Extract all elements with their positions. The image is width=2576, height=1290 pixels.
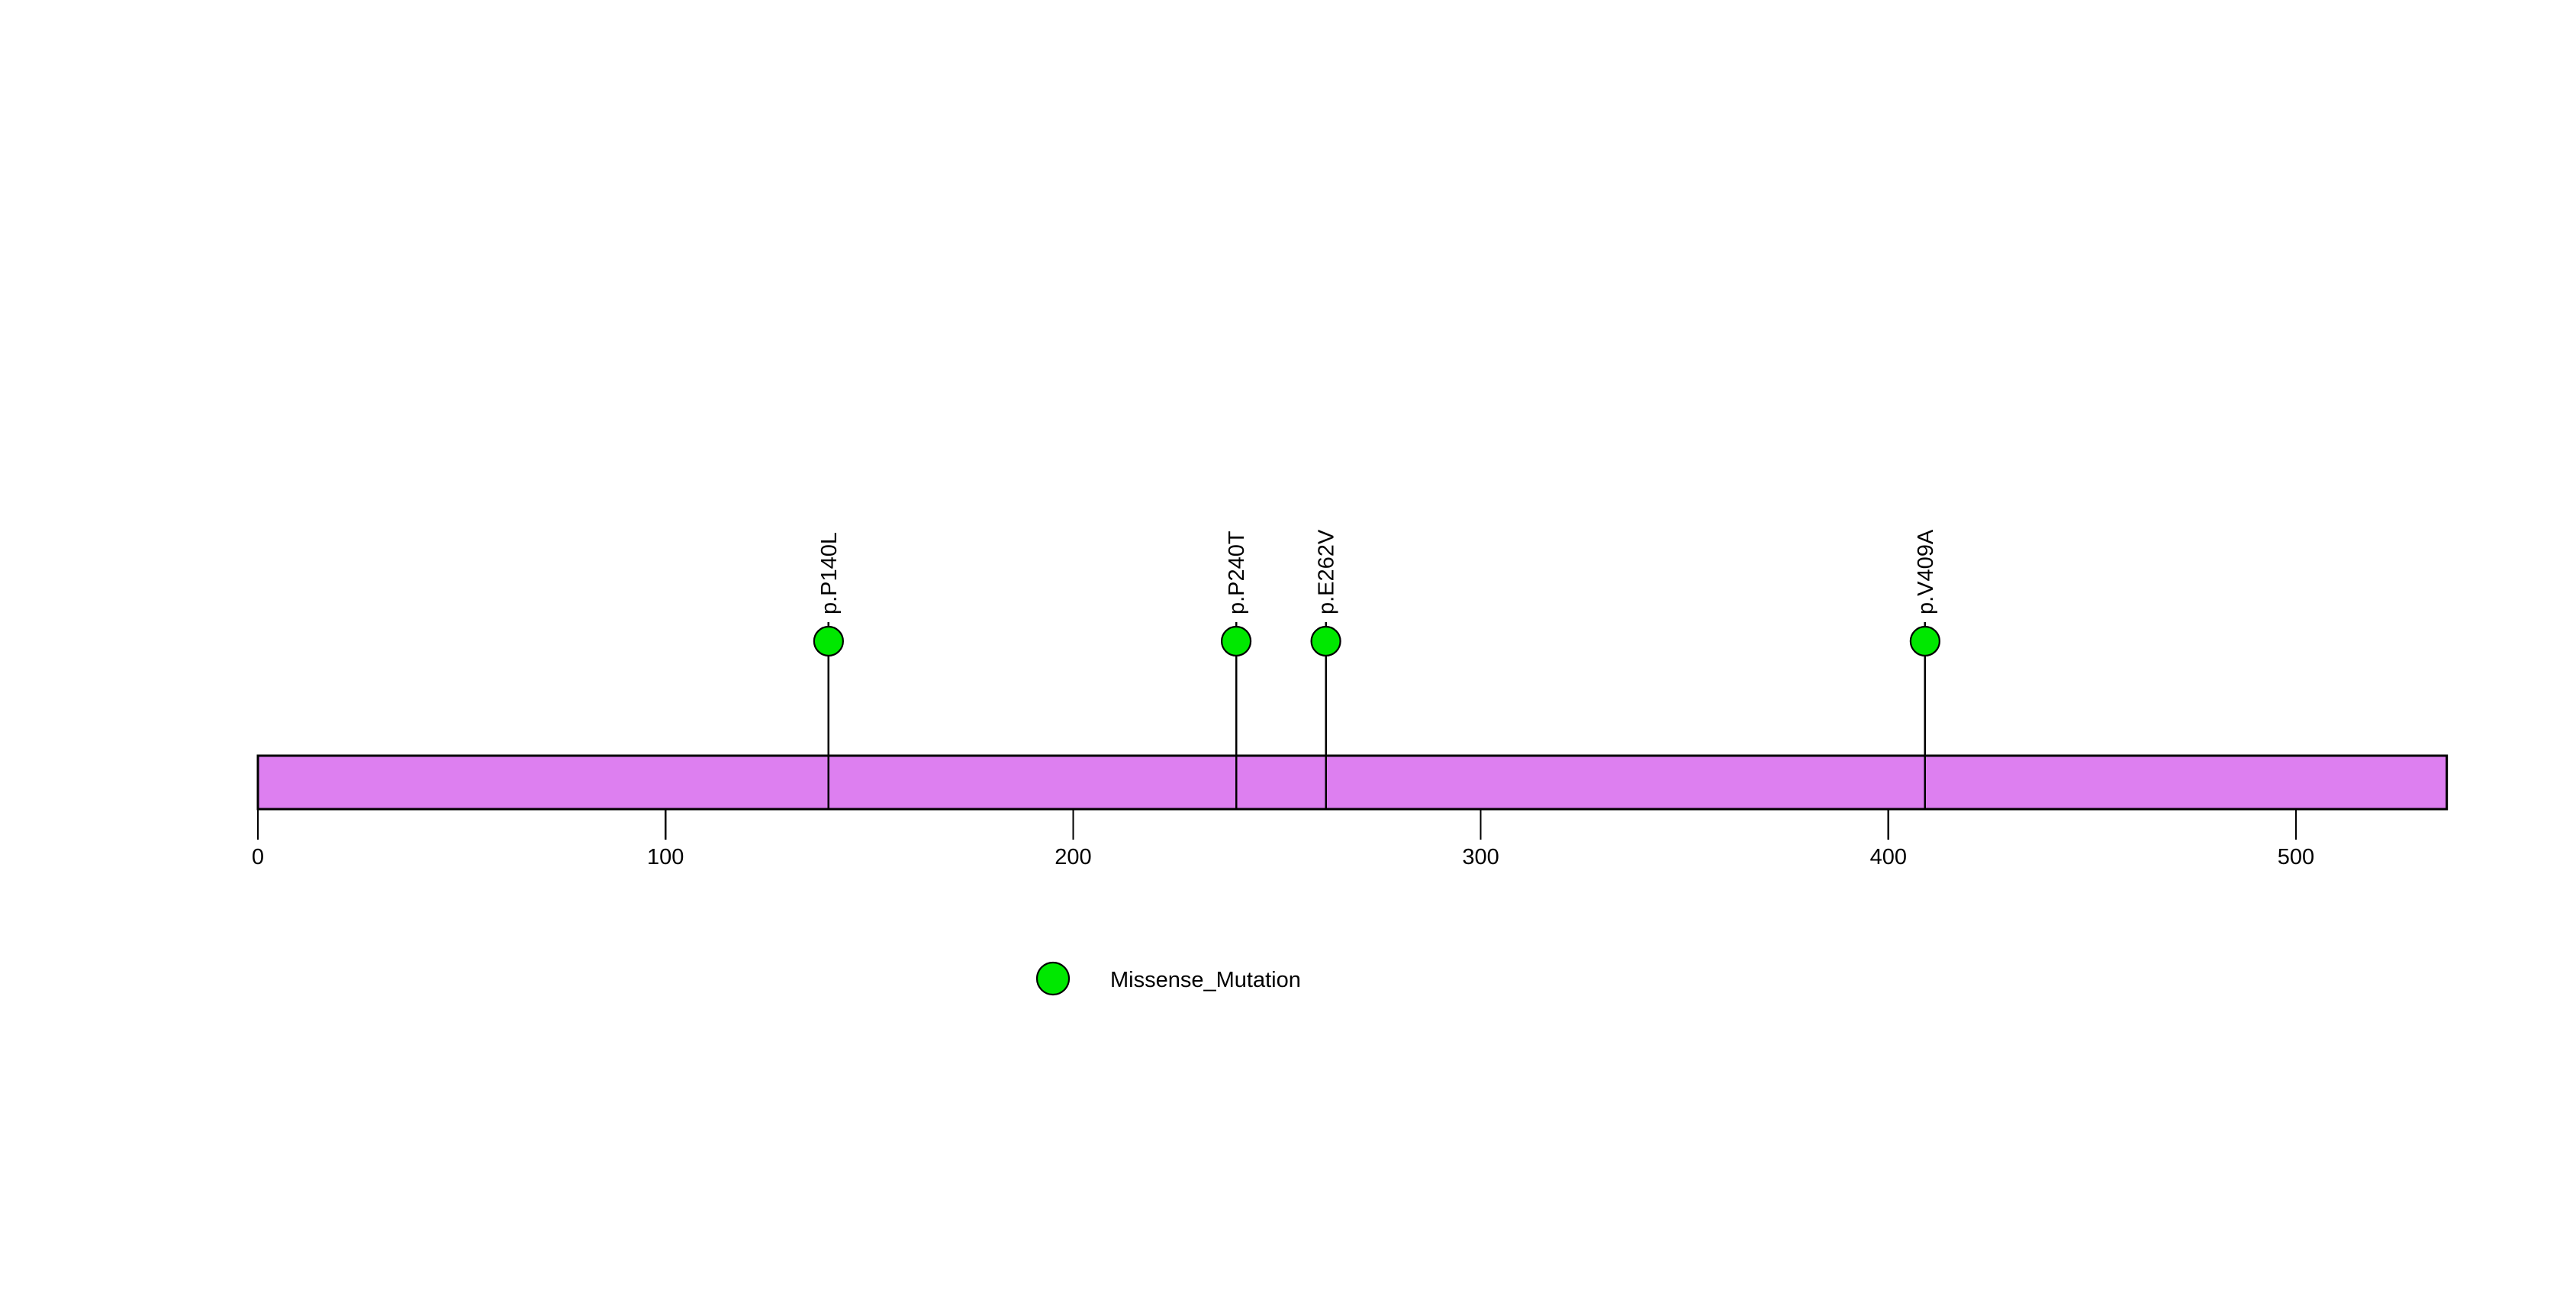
lollipop-head-pV409A[interactable] (1909, 625, 1940, 657)
x-axis-tick-label: 400 (1870, 845, 1907, 869)
lollipop-head-pP240T[interactable] (1220, 625, 1252, 657)
x-axis-tick-label: 500 (2278, 845, 2314, 869)
protein-domain-bar[interactable] (256, 754, 2449, 811)
lollipop-heads-group (813, 625, 1940, 657)
mutation-label-pV409A: p.V409A (1914, 529, 1938, 614)
lollipop-head-pE262V[interactable] (1310, 625, 1341, 657)
legend-marker-icon[interactable] (1035, 961, 1071, 996)
x-axis-group: 0 100 200 300 400 500 (252, 809, 2314, 869)
chart-legend: Missense_Mutation (1035, 961, 1301, 996)
x-axis-tick-label: 200 (1055, 845, 1091, 869)
x-axis-tick-label: 300 (1462, 845, 1499, 869)
legend-label: Missense_Mutation (1110, 968, 1301, 992)
mutation-label-pP240T: p.P240T (1225, 531, 1249, 614)
lollipop-head-pP140L[interactable] (813, 625, 844, 657)
protein-backbone-group (256, 754, 2449, 811)
mutation-labels-group: p.P140L p.P240T p.E262V p.V409A (817, 529, 1938, 614)
x-axis-tick-label: 0 (252, 845, 264, 869)
mutation-label-pE262V: p.E262V (1315, 529, 1339, 614)
mutation-label-pP140L: p.P140L (817, 532, 842, 614)
x-axis-tick-label: 100 (647, 845, 684, 869)
